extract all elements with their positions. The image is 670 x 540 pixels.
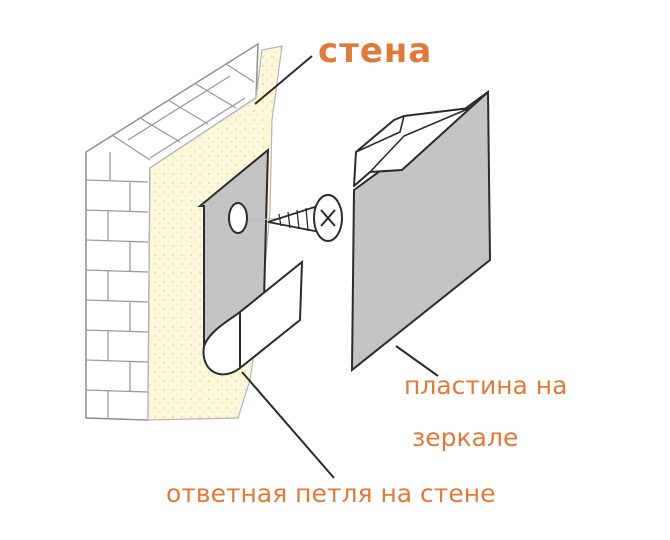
plate-leader-line bbox=[395, 345, 439, 377]
wall-loop-label: ответная петля на стене bbox=[166, 479, 496, 508]
mirror-plate-label-line2: зеркале bbox=[412, 423, 519, 452]
screw bbox=[247, 194, 343, 242]
wall-label: стена bbox=[318, 31, 433, 71]
mirror-plate bbox=[350, 90, 492, 373]
wall-hook-plate bbox=[197, 147, 304, 376]
leader-lines bbox=[241, 55, 439, 479]
mount-hole bbox=[228, 202, 248, 234]
wall-leader-line bbox=[254, 55, 313, 105]
loop-leader-line bbox=[241, 371, 335, 479]
mirror-plate-label-line1: пластина на bbox=[404, 371, 568, 400]
